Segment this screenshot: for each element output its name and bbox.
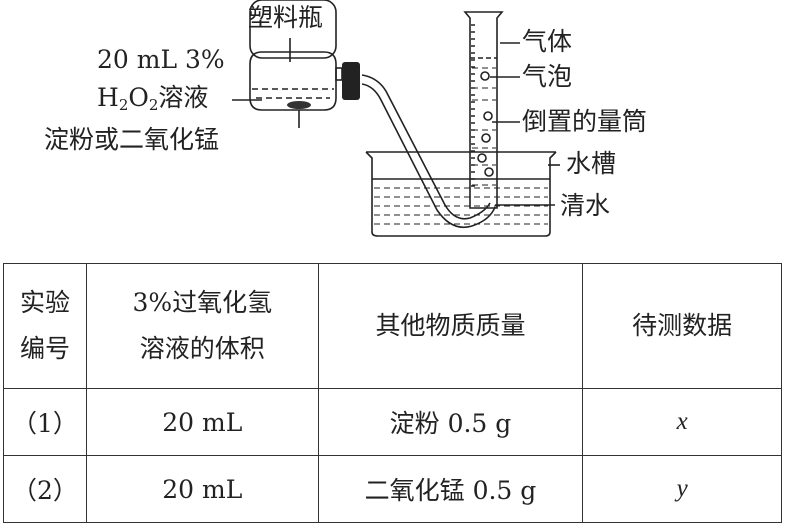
- label-bubble: 气泡: [522, 62, 573, 91]
- label-clean-water: 清水: [560, 191, 611, 220]
- table-row: （1） 20 mL 淀粉 0.5 g x: [3, 388, 782, 456]
- label-catalyst: 淀粉或二氧化锰: [44, 125, 220, 154]
- header-experiment-no: 实验编号: [3, 263, 87, 389]
- cell-volume: 20 mL: [85, 388, 319, 456]
- header-measured-data: 待测数据: [582, 263, 782, 389]
- bottle-cap: [342, 62, 360, 100]
- label-solution-volume: 20 mL 3%: [97, 45, 225, 74]
- label-trough: 水槽: [566, 149, 617, 178]
- label-h2o2-solution: H2O2溶液: [97, 83, 209, 115]
- cell-other: 淀粉 0.5 g: [317, 388, 584, 456]
- label-gas: 气体: [522, 27, 573, 56]
- header-other-mass: 其他物质质量: [317, 263, 584, 389]
- cell-volume: 20 mL: [85, 455, 319, 523]
- apparatus-illustration: [232, 0, 560, 237]
- table-header-row: 实验编号 3%过氧化氢溶液的体积 其他物质质量 待测数据: [3, 263, 782, 389]
- experiment-table: 实验编号 3%过氧化氢溶液的体积 其他物质质量 待测数据 （1） 20 mL 淀…: [3, 263, 782, 523]
- experiment-diagram: 塑料瓶 20 mL 3% H2O2溶液 淀粉或二氧化锰 气体 气泡 倒置的量筒 …: [0, 0, 786, 250]
- label-plastic-bottle: 塑料瓶: [248, 3, 324, 32]
- table-row: （2） 20 mL 二氧化锰 0.5 g y: [3, 455, 782, 523]
- catalyst-powder: [287, 101, 311, 109]
- header-h2o2-volume: 3%过氧化氢溶液的体积: [85, 263, 319, 389]
- plastic-bottle: [249, 0, 337, 59]
- cell-id: （1）: [3, 388, 87, 456]
- cell-id: （2）: [3, 455, 87, 523]
- label-inverted-cylinder: 倒置的量筒: [522, 107, 648, 136]
- cell-other: 二氧化锰 0.5 g: [317, 455, 584, 523]
- cell-measure: y: [582, 455, 782, 523]
- cell-measure: x: [582, 388, 782, 456]
